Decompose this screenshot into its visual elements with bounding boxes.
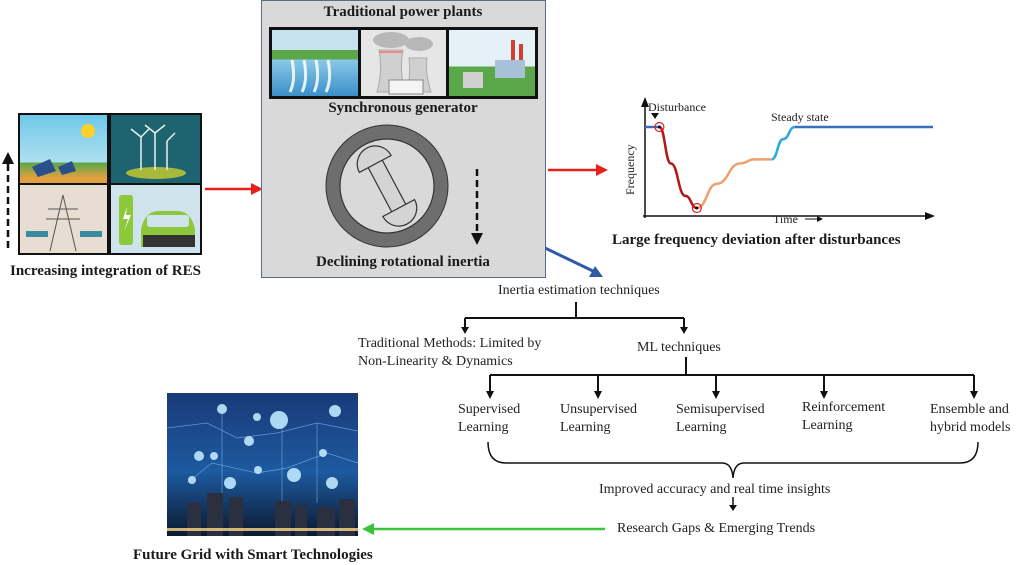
marker-nadir (691, 202, 702, 214)
x-axis-arrow (925, 212, 935, 220)
x-axis-label: Time (773, 212, 798, 226)
series-recovery (696, 158, 772, 210)
increasing-arrow-icon (1, 150, 15, 250)
marker-dot (695, 206, 699, 210)
future-grid-caption: Future Grid with Smart Technologies (133, 547, 373, 563)
thermal-plant-image (449, 30, 535, 96)
blue-arrow-icon (545, 246, 605, 280)
series-frequency-drop (658, 125, 698, 210)
time-arrow-icon (805, 216, 823, 222)
traditional-methods-node: Traditional Methods: Limited by Non-Line… (358, 336, 542, 369)
wind-turbines-image (111, 115, 200, 183)
disturbance-label: Disturbance (648, 100, 706, 114)
y-axis-arrow (641, 97, 649, 107)
root-node: Inertia estimation techniques (498, 283, 660, 298)
frequency-plot: Disturbance Steady state Frequency Time (615, 95, 945, 230)
arrowhead-icon (820, 391, 828, 399)
panel-title: Traditional power plants (323, 4, 483, 20)
arrowhead-icon (680, 327, 688, 334)
inertia-caption: Declining rotational inertia (316, 254, 490, 270)
traditional-power-panel: Traditional power plants Synchronous gen… (261, 0, 546, 278)
red-arrow-icon (548, 163, 608, 177)
marker-dot (657, 125, 661, 129)
frequency-caption: Large frequency deviation after disturba… (612, 232, 901, 248)
arrowhead-icon (712, 391, 720, 399)
research-gaps-node: Research Gaps & Emerging Trends (617, 521, 816, 536)
disturbance-pointer (651, 113, 659, 119)
marker-disturbance-point (654, 121, 665, 133)
solar-panels-image (20, 115, 107, 183)
arrowhead-icon (970, 391, 978, 399)
future-grid-image (167, 393, 358, 536)
sun-icon (32, 124, 95, 177)
frequency-chart: Disturbance Steady state Frequency Time (623, 97, 935, 226)
y-axis-label: Frequency (623, 144, 637, 195)
nuclear-plant-image (361, 30, 446, 96)
steady-state-label: Steady state (771, 110, 829, 124)
series-restoration (771, 125, 796, 161)
declining-arrow-icon (470, 169, 484, 247)
arrowhead-icon (729, 505, 737, 511)
arrowhead-icon (461, 327, 469, 334)
hydro-dam-image (272, 30, 358, 96)
ev-charging-image (111, 185, 200, 253)
arrowhead-icon (594, 391, 602, 399)
ml-techniques-node: ML techniques (637, 340, 721, 355)
arrowhead-icon (486, 391, 494, 399)
synchronous-generator-icon (322, 121, 452, 251)
transmission-tower-image (20, 185, 107, 253)
power-plants-strip (269, 27, 538, 99)
res-panel (18, 113, 202, 255)
red-arrow-icon (205, 182, 263, 196)
outcome-node: Improved accuracy and real time insights (599, 482, 831, 497)
grouping-brace (487, 441, 979, 479)
res-caption: Increasing integration of RES (10, 263, 201, 279)
generator-label: Synchronous generator (328, 100, 478, 116)
